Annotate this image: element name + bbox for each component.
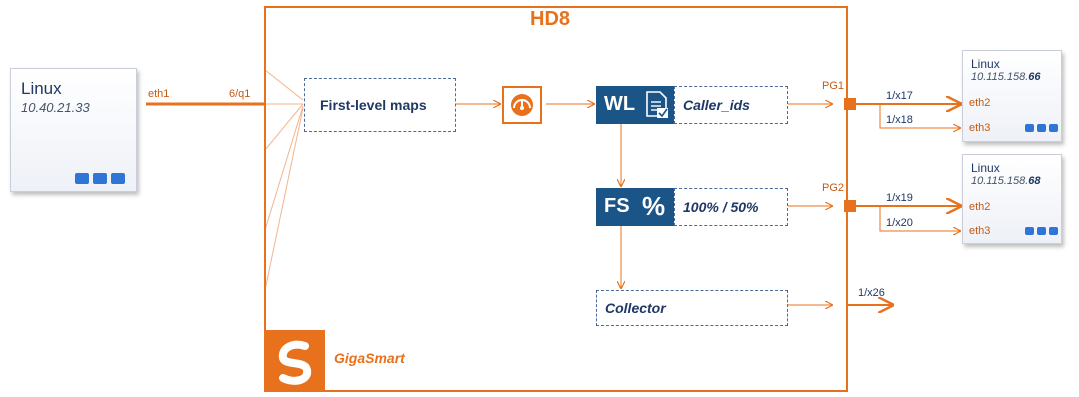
dest-host-2-eth2: eth2 xyxy=(969,201,991,213)
gigasmart-label: GigaSmart xyxy=(334,350,405,366)
dest-host-2: Linux 10.115.158.68 eth2 eth3 xyxy=(962,154,1062,244)
port-indicator xyxy=(1025,124,1034,132)
dest-host-1-ip: 10.115.158.66 xyxy=(971,71,1041,83)
port-label-1x18: 1/x18 xyxy=(886,114,913,126)
dest-host-2-eth3: eth3 xyxy=(969,225,991,237)
dest-host-1-eth2: eth2 xyxy=(969,97,991,109)
pg2-marker xyxy=(844,200,856,212)
appliance-title: HD8 xyxy=(530,8,571,30)
whitelist-tag-label: WL xyxy=(604,93,636,115)
source-host-ip: 10.40.21.33 xyxy=(21,100,90,115)
load-balancer-icon xyxy=(502,86,542,124)
port-label-1x20: 1/x20 xyxy=(886,217,913,229)
gigasmart-logo-icon xyxy=(265,330,325,392)
collector-box[interactable]: Collector xyxy=(596,290,788,326)
caller-ids-box[interactable]: Caller_ids xyxy=(674,86,788,124)
document-check-icon xyxy=(644,90,670,126)
pg1-label: PG1 xyxy=(822,80,845,92)
source-port-label: eth1 xyxy=(148,88,170,100)
port-indicator xyxy=(1049,227,1058,235)
first-level-maps-label: First-level maps xyxy=(320,97,427,113)
pg1-marker xyxy=(844,98,856,110)
port-label-1x19: 1/x19 xyxy=(886,192,913,204)
collector-label: Collector xyxy=(605,300,666,316)
whitelist-tag: WL xyxy=(596,86,674,124)
port-indicator xyxy=(1037,124,1046,132)
caller-ids-label: Caller_ids xyxy=(683,97,750,113)
dest-host-1: Linux 10.115.158.66 eth2 eth3 xyxy=(962,50,1062,142)
dest-host-1-eth3: eth3 xyxy=(969,122,991,134)
dest-host-2-ip: 10.115.158.68 xyxy=(971,175,1041,187)
first-level-maps-box[interactable]: First-level maps xyxy=(304,78,456,132)
sampling-rate-label: 100% / 50% xyxy=(683,199,759,215)
flow-sampling-tag: FS % xyxy=(596,188,674,226)
pg2-label: PG2 xyxy=(822,182,845,194)
flow-sampling-tag-label: FS xyxy=(604,195,630,217)
dest-host-2-name: Linux xyxy=(971,161,1000,175)
port-indicator xyxy=(75,173,89,184)
hd8-appliance-frame xyxy=(264,6,848,392)
port-indicator xyxy=(1025,227,1034,235)
port-indicator xyxy=(1049,124,1058,132)
percent-symbol: % xyxy=(642,191,666,221)
port-indicator xyxy=(93,173,107,184)
dest-host-1-name: Linux xyxy=(971,57,1000,71)
sampling-rate-box[interactable]: 100% / 50% xyxy=(674,188,788,226)
input-port-label: 6/q1 xyxy=(229,88,251,100)
port-label-1x17: 1/x17 xyxy=(886,90,913,102)
port-label-1x26: 1/x26 xyxy=(858,287,885,299)
source-host-name: Linux xyxy=(21,79,62,98)
port-indicator xyxy=(1037,227,1046,235)
source-host: Linux 10.40.21.33 xyxy=(10,68,137,192)
port-indicator xyxy=(111,173,125,184)
